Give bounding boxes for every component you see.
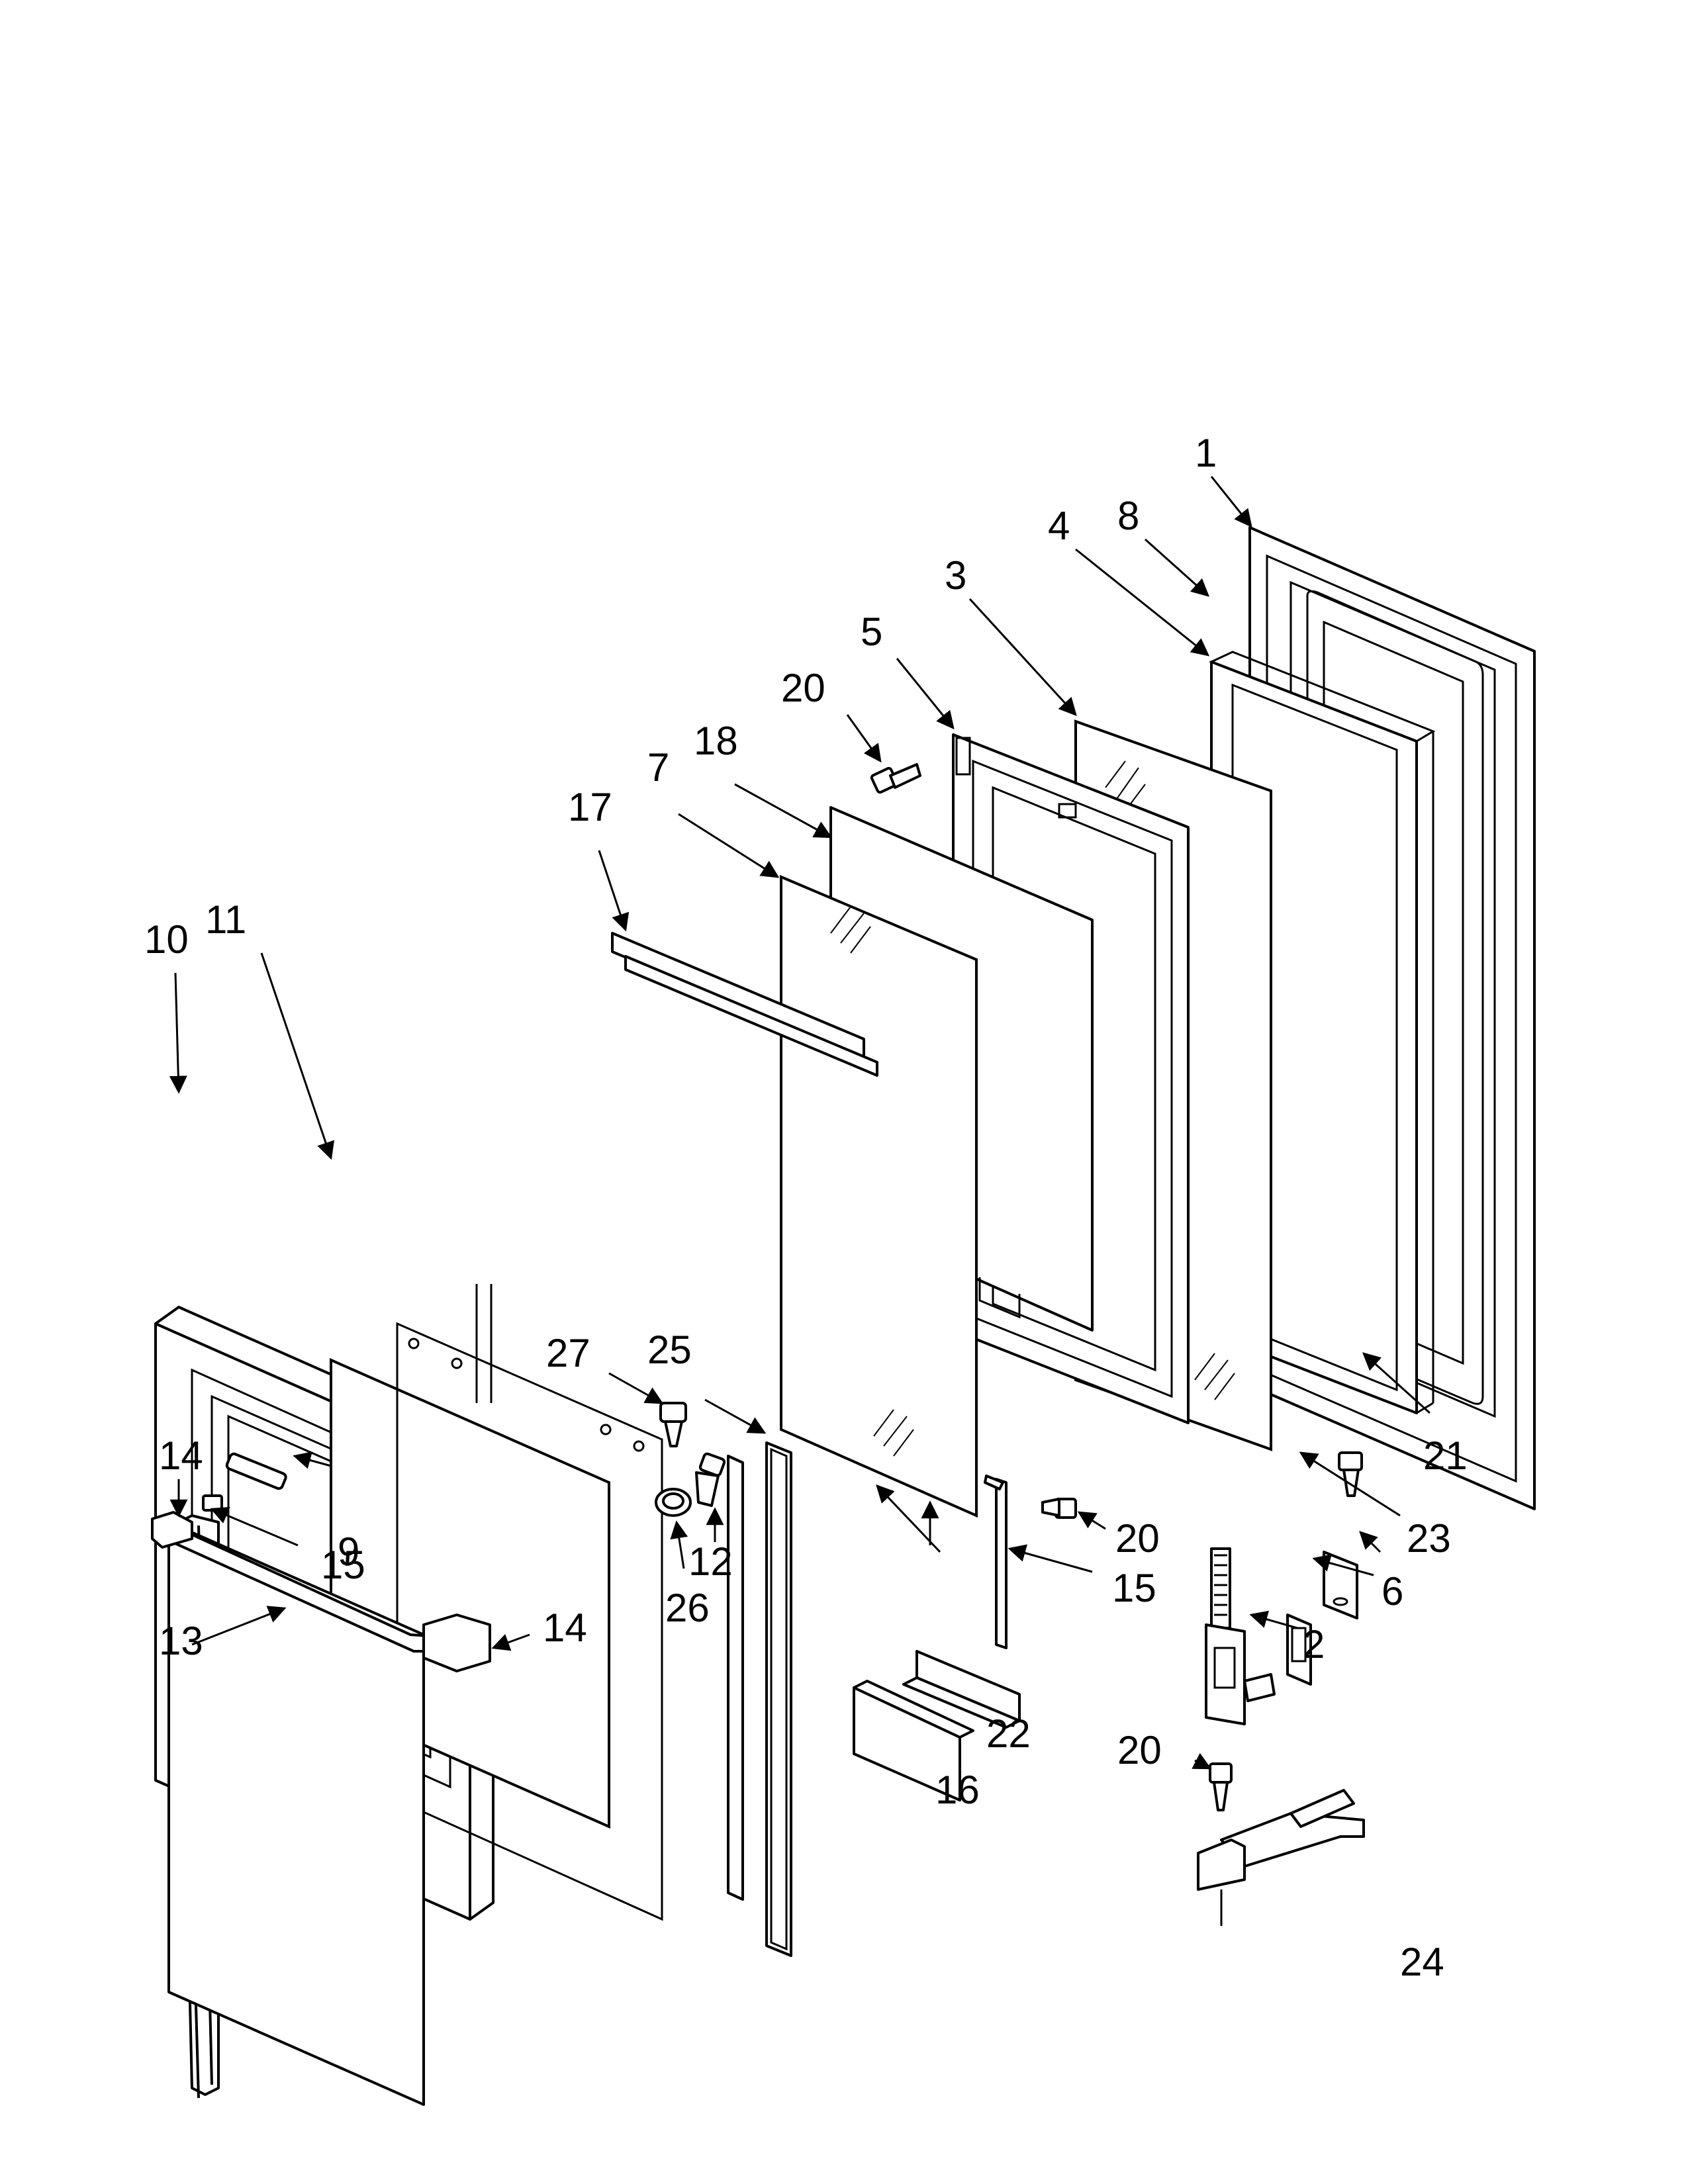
- part-20-screw-middle: [1041, 1498, 1077, 1519]
- callout-18: 17: [568, 785, 612, 829]
- part-20-screw-bottom: [1209, 1762, 1233, 1811]
- callout-20c: 20: [1117, 1728, 1162, 1772]
- part-24-door-lock-bracket: [1197, 1789, 1365, 1926]
- part-20-screw-top: [870, 763, 921, 794]
- callout-7: 7: [647, 745, 669, 790]
- callout-23: 23: [1407, 1516, 1451, 1561]
- part-13-door-handle: [167, 1514, 425, 2106]
- callout-20a: 20: [781, 666, 825, 710]
- callout-1: 1: [1195, 431, 1217, 475]
- callout-14b: 14: [543, 1606, 587, 1650]
- leader-lines: [169, 476, 1431, 1770]
- part-26-spacer: [655, 1488, 692, 1517]
- callout-13: 13: [159, 1619, 203, 1663]
- part-21-screw: [1338, 1451, 1363, 1497]
- callout-5: 5: [861, 610, 882, 654]
- part-12-screw: [695, 1452, 726, 1507]
- callout-17: 16: [935, 1768, 980, 1812]
- callout-22: 22: [986, 1711, 1031, 1756]
- part-6-hinge-receiver: [1286, 1614, 1312, 1686]
- callout-4: 4: [1048, 504, 1070, 548]
- part-27-screw: [659, 1402, 687, 1447]
- part-22-bracket: [902, 1650, 1021, 1729]
- callout-21: 21: [1423, 1433, 1468, 1478]
- callout-12: 12: [688, 1539, 733, 1584]
- callout-19: 18: [694, 719, 738, 763]
- callout-8: 8: [1117, 494, 1139, 538]
- callout-2: 2: [1303, 1622, 1325, 1666]
- callout-26: 26: [665, 1586, 710, 1630]
- callout-3: 3: [945, 553, 966, 598]
- part-2-door-hinge: [1205, 1547, 1276, 1725]
- part-7-middle-glass: [780, 874, 978, 1518]
- part-16-set-screw: [202, 1494, 223, 1512]
- part-9-nameplate-badge: [225, 1452, 287, 1490]
- callout-16: 15: [321, 1543, 365, 1587]
- callout-labels: 1 8 4 3 5 20 18 7 17 11 10 27 25 12 26 2…: [144, 431, 1468, 1984]
- part-25-side-trim: [727, 1441, 792, 1957]
- callout-11: 11: [205, 897, 246, 942]
- callout-10: 10: [144, 917, 189, 962]
- part-18-top-channel: [611, 932, 878, 1077]
- part-17-lower-bracket: [853, 1680, 974, 1801]
- callout-27: 27: [546, 1331, 590, 1375]
- callout-20b: 20: [1115, 1516, 1160, 1561]
- callout-15: 15: [1112, 1566, 1156, 1610]
- callout-25: 25: [647, 1328, 692, 1372]
- part-15-hinge-channel: [984, 1475, 1008, 1649]
- callout-24: 24: [1400, 1940, 1444, 1984]
- callout-14a: 14: [159, 1433, 203, 1478]
- callout-6: 6: [1382, 1569, 1403, 1614]
- callout-9: 9: [338, 1529, 359, 1574]
- part-14-end-cap-right: [422, 1614, 491, 1672]
